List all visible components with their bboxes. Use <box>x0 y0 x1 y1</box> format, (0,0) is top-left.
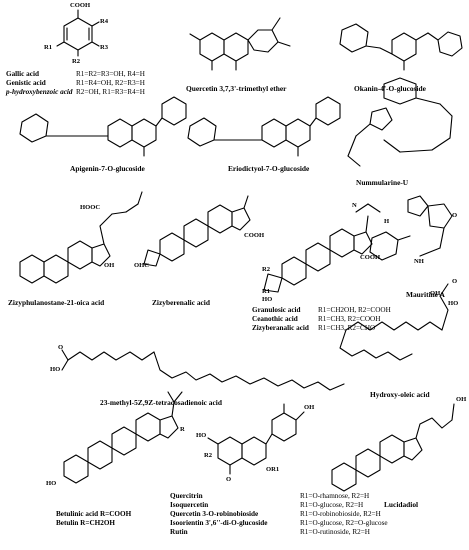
zizyberenalic-structure <box>143 195 251 267</box>
quercetin-robinobioside-substituents: R1=O-robinobioside, R2=H <box>300 510 381 518</box>
quercetin-robinobioside-name: Quercetin 3-O-robinobioside <box>170 510 259 518</box>
betulin-substituents: R=CH2OH <box>80 519 116 527</box>
quercitrin-name: Quercitrin <box>170 492 203 500</box>
hydroxyoleic-oh-label: OH <box>430 290 441 297</box>
quercitrin-oh-label: OH <box>304 404 315 411</box>
quercitrin-r2-label: R2 <box>204 452 213 459</box>
r3-label: R3 <box>100 44 109 51</box>
mauritine-h-label: H <box>384 218 390 225</box>
lucidadiol-oh-label: OH <box>456 396 467 403</box>
zizyphulanostane-cooh-label: HOOC <box>80 204 101 211</box>
hydroxyoleic-structure <box>339 283 449 361</box>
granulosic-cooh-label: COOH <box>360 254 381 261</box>
quercitrin-substituents: R1=O-rhamnose, R2=H <box>300 492 370 500</box>
tetracosadienoic-ho-label: HO <box>50 366 61 373</box>
mauritine-n-label: N <box>352 202 357 209</box>
zizyberenalic-name: Zizyberenalic acid <box>152 298 210 307</box>
mauritine-structure <box>355 195 453 261</box>
benzoic-compound-names: Gallic acid Genistic acid p-hydroxybenzo… <box>6 70 72 97</box>
isoquercetin-substituents: R1=O-glucose, R2=H <box>300 501 364 509</box>
lucidadiol-structure <box>331 403 455 492</box>
p-hydroxybenzoic-acid-substituents: R2=OH, R1=R3=R4=H <box>76 88 145 96</box>
zizyberanalic-acid-substituents: R1=CH3, R2=CHO <box>318 324 376 332</box>
hydroxyoleic-ho-label: HO <box>448 300 459 307</box>
r4-label: R4 <box>100 18 109 25</box>
betulinic-ho-label: HO <box>46 480 57 487</box>
zizyberenalic-cho-label: OHC <box>134 262 150 269</box>
hydroxyoleic-name: Hydroxy-oleic acid <box>370 390 430 399</box>
betulinic-compound-names: Betulinic acid R=COOH Betulin R=CH2OH <box>56 510 131 528</box>
nummularine-name: Nummularine-U <box>356 178 409 187</box>
okanin-glucoside-structure <box>339 23 463 71</box>
ceanothic-acid-substituents: R1=CH3, R2=COOH <box>318 315 381 323</box>
betulinic-acid-row: Betulinic acid R=COOH <box>56 510 131 519</box>
lucidadiol-name: Lucidadiol <box>384 500 419 509</box>
quercitrin-compound-substituents: R1=O-rhamnose, R2=H R1=O-glucose, R2=H R… <box>300 492 388 537</box>
granulosic-compound-names: Granulosic acid Ceanothic acid Zizyberan… <box>252 306 309 333</box>
zizyphulanostane-structure <box>19 191 143 284</box>
benzoic-acid-structure <box>56 9 100 57</box>
tetracosadienoic-o-label: O <box>58 344 64 351</box>
quercitrin-structure <box>207 403 305 475</box>
zizyberenalic-cooh-label: COOH <box>244 232 265 239</box>
zizyphulanostane-name: Zizyphulanostane-21-oica acid <box>8 298 105 307</box>
quercitrin-o-label: O <box>226 476 232 483</box>
isoorientin-diglucoside-name: Isoorientin 3',6''-di-O-glucoside <box>170 519 268 527</box>
hydroxyoleic-o-label: O <box>452 278 458 285</box>
rutin-name: Rutin <box>170 528 188 536</box>
p-hydroxybenzoic-acid-name: p-hydroxybenzoic acid <box>6 88 73 96</box>
betulinic-acid-name: Betulinic acid <box>56 510 99 518</box>
eriodictyol-glucoside-name: Eriodictyol-7-O-glucoside <box>228 164 310 173</box>
r2-label: R2 <box>72 58 81 65</box>
eriodictyol-glucoside-structure <box>187 96 341 157</box>
gallic-acid-name: Gallic acid <box>6 70 39 78</box>
mauritine-name: Mauritine A <box>406 290 445 299</box>
genistic-acid-name: Genistic acid <box>6 79 46 87</box>
nummularine-structure <box>347 77 453 167</box>
quercitrin-ho-label: HO <box>196 432 207 439</box>
ceanothic-acid-name: Ceanothic acid <box>252 315 298 323</box>
granulosic-acid-substituents: R1=CH2OH, R2=COOH <box>318 306 391 314</box>
betulin-name: Betulin <box>56 519 79 527</box>
tetracosadienoic-name: 23-methyl-5Z,9Z-tetracosadienoic acid <box>100 398 222 407</box>
zizyberanalic-acid-name: Zizyberanalic acid <box>252 324 309 332</box>
apigenin-glucoside-structure <box>19 96 187 157</box>
quercetin-ether-structure <box>189 17 291 71</box>
mauritine-o-label: O <box>452 212 458 219</box>
benzoic-compound-substituents: R1=R2=R3=OH, R4=H R1=R4=OH, R2=R3=H R2=O… <box>76 70 145 97</box>
isoquercetin-name: Isoquercetin <box>170 501 209 509</box>
quercitrin-compound-names: Quercitrin Isoquercetin Quercetin 3-O-ro… <box>170 492 267 537</box>
mauritine-nh-label: NH <box>414 258 424 265</box>
okanin-glucoside-name: Okanin-4'-O-glucoside <box>354 84 426 93</box>
gallic-acid-substituents: R1=R2=R3=OH, R4=H <box>76 70 145 78</box>
isoorientin-diglucoside-substituents: R1=O-glucose, R2=O-glucose <box>300 519 388 527</box>
cooh-label: COOH <box>70 2 91 9</box>
rutin-substituents: R1=O-rutinoside, R2=H <box>300 528 370 536</box>
quercetin-ether-name: Quercetin 3,7,3'-trimethyl ether <box>186 84 287 93</box>
granulosic-ho-label: HO <box>262 296 273 303</box>
granulosic-r2-label: R2 <box>262 266 271 273</box>
tetracosadienoic-structure <box>61 349 345 391</box>
zizyphulanostane-oh-label: OH <box>104 262 115 269</box>
betulin-row: Betulin R=CH2OH <box>56 519 131 528</box>
betulinic-r-label: R <box>180 426 185 433</box>
granulosic-acid-name: Granulosic acid <box>252 306 301 314</box>
granulosic-r1-label: R1 <box>262 288 271 295</box>
apigenin-glucoside-name: Apigenin-7-O-glucoside <box>70 164 145 173</box>
betulinic-acid-substituents: R=COOH <box>99 510 132 518</box>
granulosic-structure <box>263 215 373 293</box>
quercitrin-or1-label: OR1 <box>266 466 280 473</box>
granulosic-compound-substituents: R1=CH2OH, R2=COOH R1=CH3, R2=COOH R1=CH3… <box>318 306 391 333</box>
r1-label: R1 <box>44 44 53 51</box>
betulinic-structure <box>63 391 183 484</box>
genistic-acid-substituents: R1=R4=OH, R2=R3=H <box>76 79 145 87</box>
